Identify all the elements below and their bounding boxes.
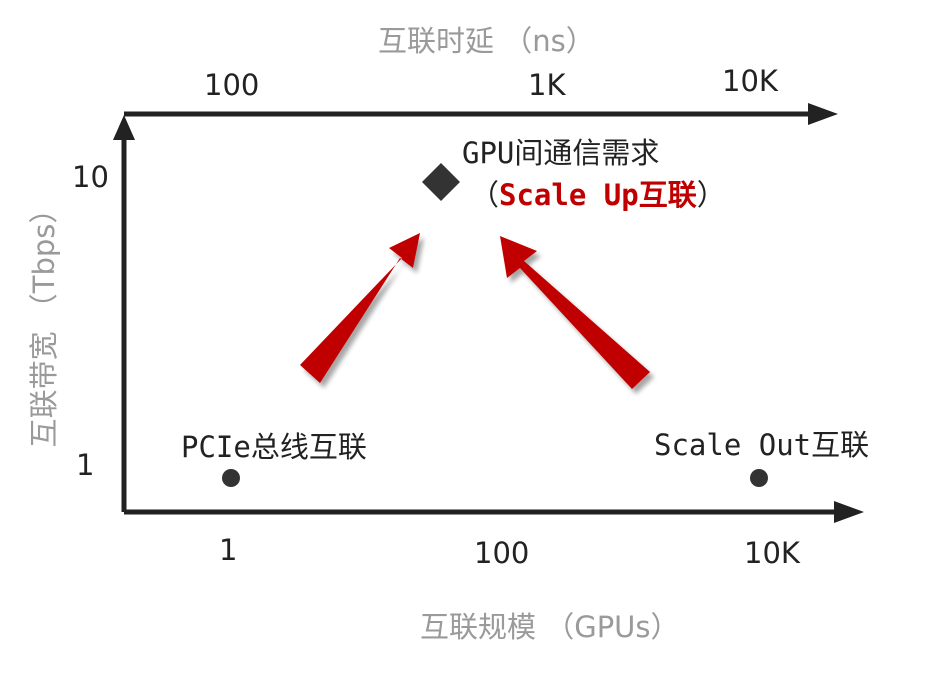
gpu-demand-diamond-marker [422,163,460,201]
left-red-arrow [300,233,420,383]
pcie-point-marker [222,469,240,487]
scale-out-point-label: Scale Out互联 [654,428,870,462]
top-axis-line [124,103,838,125]
y-axis-line [113,115,135,512]
y-axis-title: 互联带宽 （Tbps） [27,194,61,448]
x-axis-title: 互联规模 （GPUs） [420,610,680,644]
x-axis-line [124,501,864,523]
top-axis-tick-1k: 1K [528,68,566,102]
gpu-demand-paren-close: ） [696,178,726,212]
x-axis-tick-1: 1 [219,533,238,567]
top-axis-tick-10k: 10K [722,64,778,98]
pcie-point-label: PCIe总线互联 [181,430,367,464]
y-axis-tick-10: 10 [72,160,109,194]
scale-out-point-marker [750,469,768,487]
scale-up-highlight: Scale Up互联 [499,178,697,212]
gpu-demand-label: GPU间通信需求 [462,136,660,170]
y-axis-tick-1: 1 [76,448,95,482]
x-axis-tick-100: 100 [474,536,530,570]
gpu-demand-paren-open: （ [470,178,500,212]
top-axis-tick-100: 100 [204,68,260,102]
top-axis-title: 互联时延 （ns） [378,24,595,58]
right-red-arrow [500,236,650,389]
gpu-demand-sublabel: （Scale Up互联） [470,172,726,214]
x-axis-tick-10k: 10K [744,536,800,570]
